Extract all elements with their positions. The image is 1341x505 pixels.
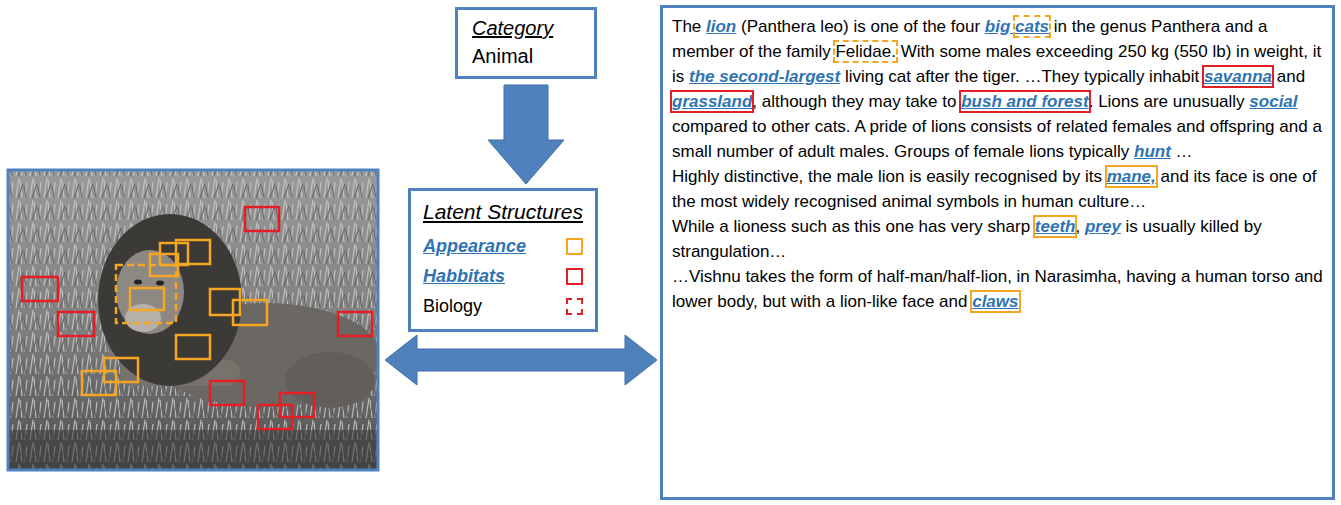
habitat-box [22, 277, 58, 301]
lion-haunch [285, 352, 375, 408]
wiki-link: lion [706, 17, 736, 36]
wiki-link: social [1249, 92, 1297, 111]
habitat-box [280, 393, 314, 417]
lion-eye [156, 281, 164, 286]
lion-photo [8, 170, 378, 470]
body-text: and [1272, 67, 1310, 86]
appearance-box [130, 288, 164, 310]
category-box: CategoryAnimal [455, 7, 597, 79]
body-text: Highly distinctive, the male lion is eas… [672, 167, 1107, 186]
body-text: The [672, 17, 706, 36]
wiki-link: hunt [1134, 142, 1171, 161]
legend-item: Biology [423, 291, 583, 321]
wiki-text-box: The lion (Panthera leo) is one of the fo… [660, 5, 1335, 500]
wiki-link: teeth [1035, 217, 1076, 236]
appearance-box [82, 371, 116, 395]
category-value: Animal [472, 42, 580, 70]
wiki-link: prey [1085, 217, 1121, 236]
legend-item: Habbitats [423, 261, 583, 291]
appearance-box [176, 335, 210, 359]
wiki-link: savanna [1204, 67, 1272, 86]
body-text: , although they may take to [752, 92, 961, 111]
appearance-box [160, 243, 188, 265]
wiki-link: cats [1015, 17, 1049, 36]
body-text: . Lions are unusually [1089, 92, 1250, 111]
body-text: … [1171, 142, 1193, 161]
block-arrow [488, 85, 564, 184]
body-text: Felidae. [835, 42, 895, 61]
lion-head [116, 250, 184, 334]
photo-frame [8, 170, 378, 470]
category-heading: Category [472, 14, 580, 42]
body-text: While a lioness such as this one has ver… [672, 217, 1035, 236]
lion-mane [98, 214, 242, 386]
habitat-box [58, 312, 94, 336]
wiki-link: claws [972, 292, 1018, 311]
wiki-link: mane, [1107, 167, 1156, 186]
appearance-box [210, 289, 240, 315]
body-text: , [1075, 217, 1084, 236]
legend-swatch [566, 238, 583, 255]
photo-foreground [8, 430, 378, 470]
lion-eye [134, 280, 142, 285]
double-arrow [385, 335, 657, 385]
legend-label: Appearance [423, 234, 526, 258]
wiki-link: big [985, 17, 1015, 36]
biology-box [116, 265, 176, 323]
latent-structures-box: Latent StructuresAppearanceHabbitatsBiol… [408, 188, 598, 332]
legend-item: Appearance [423, 231, 583, 261]
wiki-link: bush and forest [961, 92, 1089, 111]
legend-label: Habbitats [423, 264, 505, 288]
body-text: (Panthera leo) is one of the four [736, 17, 985, 36]
wiki-link: grassland [672, 92, 752, 111]
legend-swatch [566, 298, 583, 315]
body-text: living cat after the tiger. …They typica… [840, 67, 1204, 86]
wiki-link: the second-largest [689, 67, 840, 86]
habitat-box [338, 312, 372, 336]
habitat-box [210, 381, 244, 405]
habitat-box [245, 207, 279, 231]
appearance-box [176, 240, 210, 264]
legend-label: Biology [423, 294, 482, 318]
latent-structures-heading: Latent Structures [423, 197, 583, 227]
legend-swatch [566, 268, 583, 285]
appearance-box [233, 300, 267, 325]
legend: AppearanceHabbitatsBiology [423, 231, 583, 321]
